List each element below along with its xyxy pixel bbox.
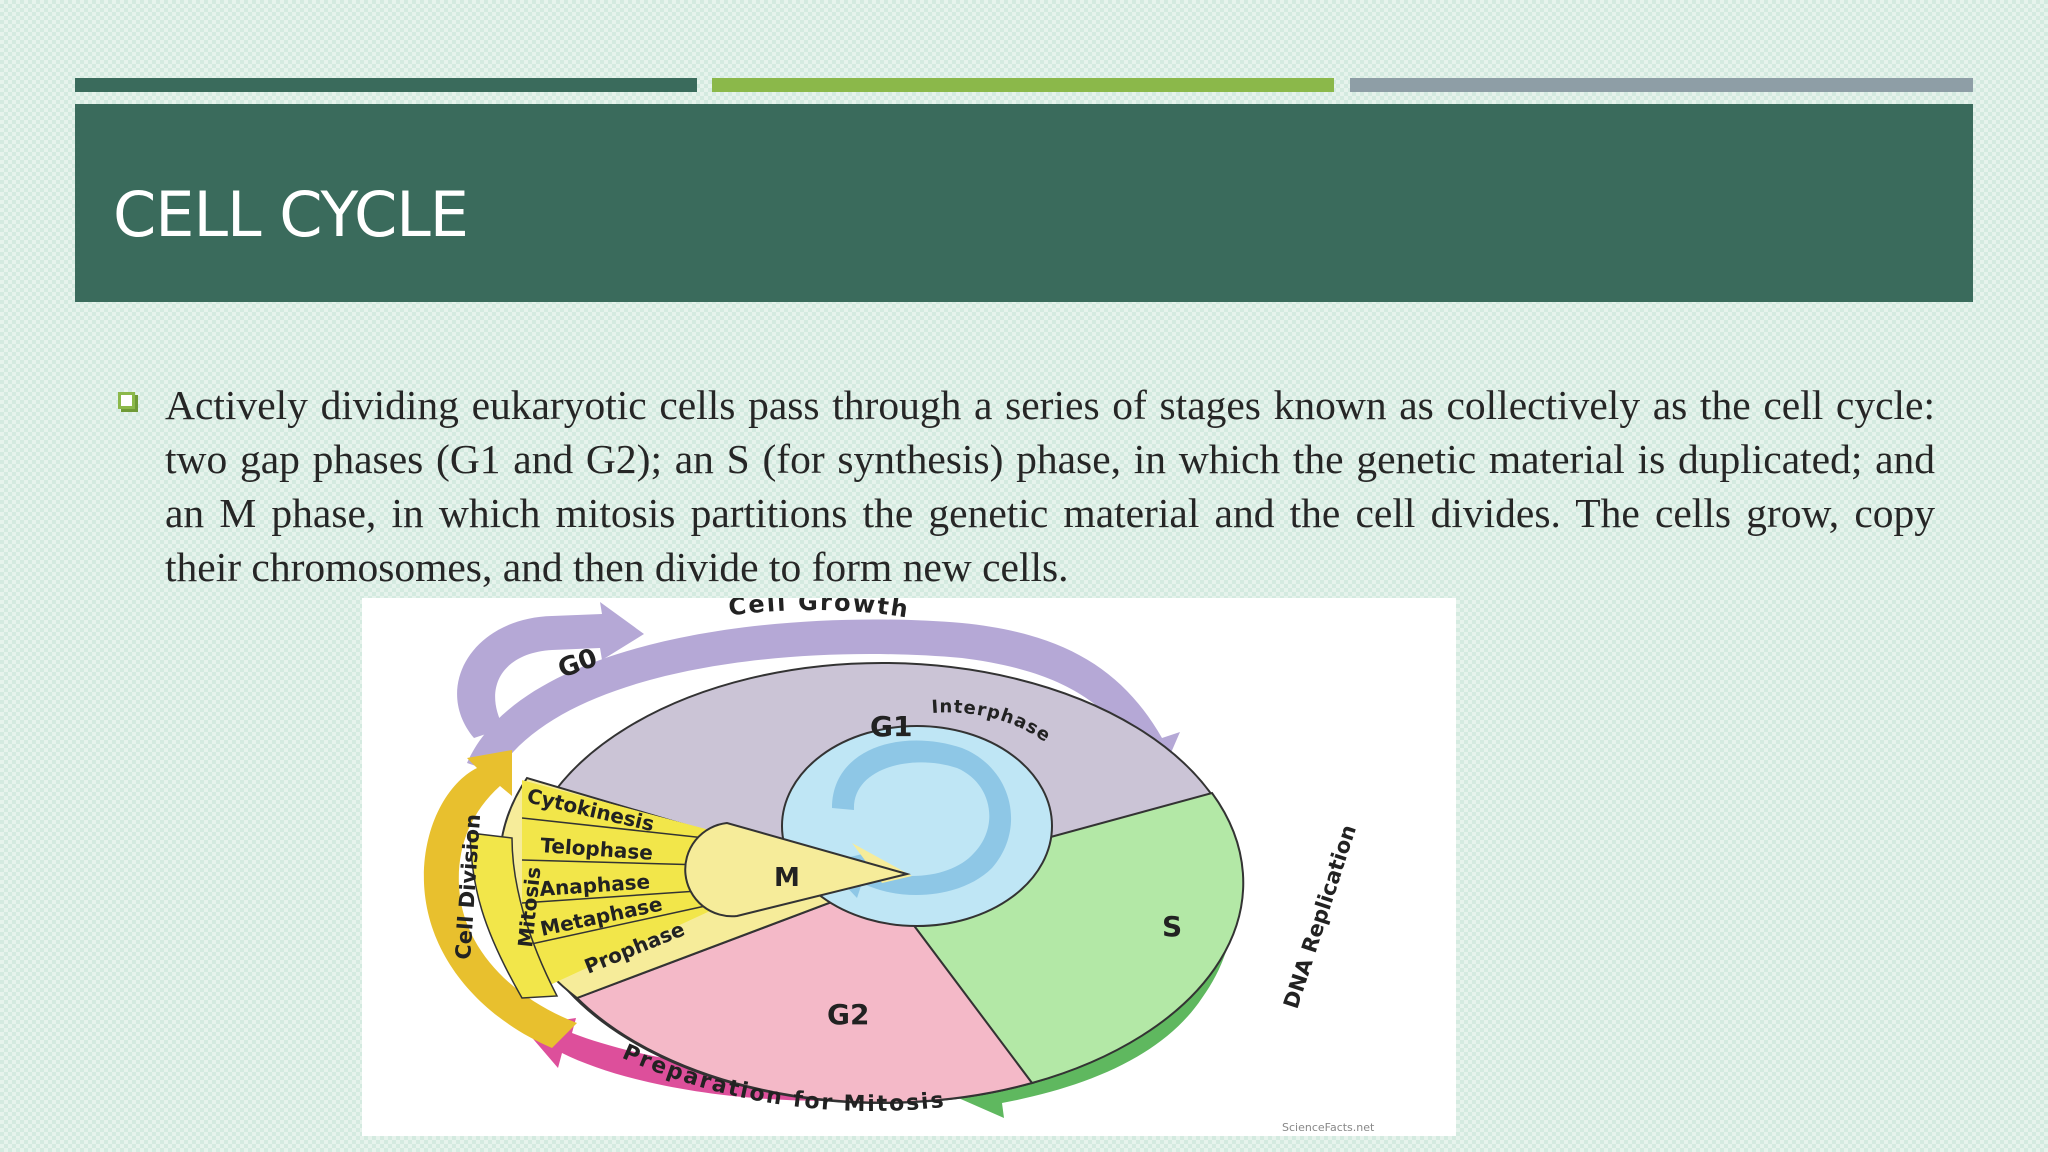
cell-cycle-svg: G0 Cell Growth DNA Replication Preparati… [423, 598, 1375, 1134]
accent-bar-light-green [712, 78, 1334, 92]
g0-arrow [457, 602, 644, 738]
accent-bar-dark-green [75, 78, 697, 92]
s-label: S [1162, 910, 1182, 943]
bullet-checkbox-icon [118, 392, 135, 409]
dna-replication-label: DNA Replication [1279, 822, 1361, 1012]
cell-growth-textpath: Cell Growth [727, 598, 910, 624]
dna-replication-arrow [947, 788, 1234, 1118]
title-band: CELL CYCLE [75, 104, 1973, 302]
g1-label: G1 [870, 710, 912, 743]
g2-label: G2 [827, 998, 869, 1031]
mitosis-side-band [469, 832, 559, 999]
cell-growth-label: Cell Growth [727, 598, 912, 624]
cell-division-arrow [423, 750, 577, 1048]
m-phase-triangle [684, 821, 911, 918]
sciencefacts-credit: ScienceFacts.net [1282, 1121, 1375, 1134]
g2-phase-sector [575, 881, 1034, 1104]
cell-growth-arrow [467, 619, 1180, 792]
m-label: M [774, 863, 800, 893]
cell-cycle-diagram: G0 Cell Growth DNA Replication Preparati… [362, 598, 1456, 1136]
bullet-paragraph: Actively dividing eukaryotic cells pass … [165, 382, 1935, 590]
slide-title: CELL CYCLE [113, 178, 469, 251]
accent-bar-gray [1350, 78, 1973, 92]
